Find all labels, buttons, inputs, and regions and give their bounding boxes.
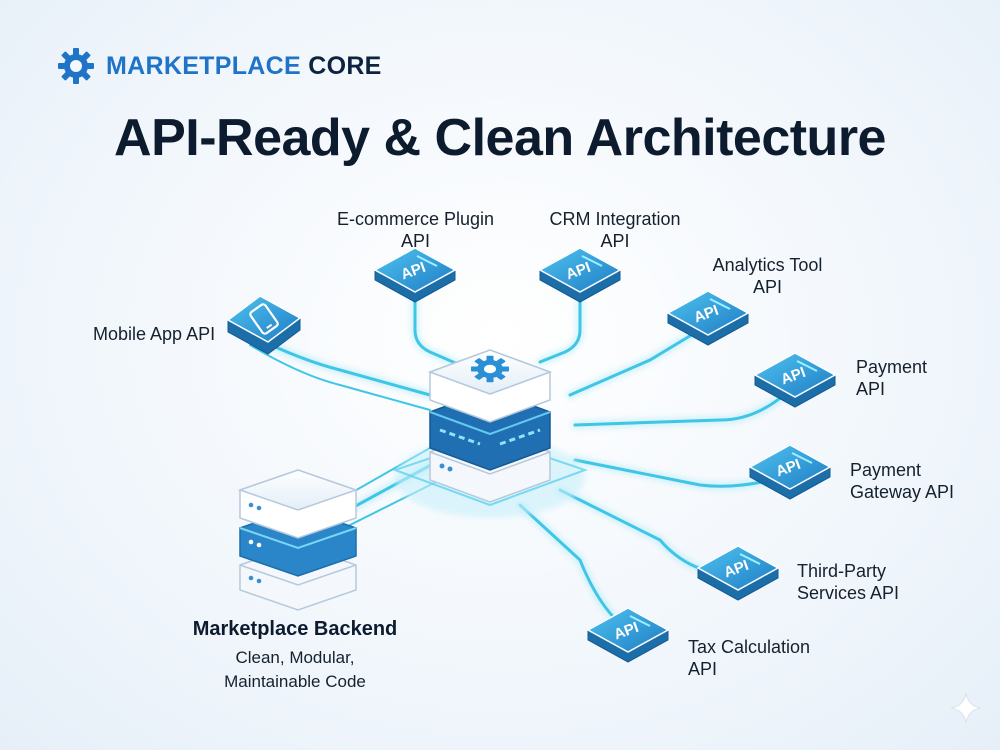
label-third-party-api: Third-Party Services API <box>797 561 900 603</box>
label-crm-api: CRM Integration API <box>549 209 681 251</box>
api-node-analytics: API <box>666 290 750 346</box>
connector-mobile-2 <box>249 344 431 411</box>
gear-icon <box>58 48 94 84</box>
brand-word-core: CORE <box>308 51 382 80</box>
hub-server-stack <box>427 349 553 503</box>
api-node-gateway: API <box>748 444 832 500</box>
label-payment-gateway-api: Payment Gateway API <box>850 460 955 502</box>
brand-word-marketplace: MARKETPLACE <box>106 51 301 80</box>
backend-subtitle: Clean, Modular, Maintainable Code <box>224 648 366 691</box>
page-title: API-Ready & Clean Architecture <box>114 109 886 167</box>
hub-gear-icon <box>471 355 509 383</box>
label-tax-calculation-api: Tax Calculation API <box>688 637 811 679</box>
phone-icon <box>249 303 279 335</box>
backend-title: Marketplace Backend <box>192 618 398 640</box>
sparkle-icon <box>950 692 982 724</box>
api-node-payment: API <box>753 352 837 408</box>
mobile-api-node <box>226 295 302 355</box>
label-analytics-api: Analytics Tool API <box>712 255 823 297</box>
connector-crm <box>538 288 582 364</box>
hub-base-plate <box>391 436 589 507</box>
connector-ecommerce <box>413 288 462 367</box>
api-node-third-party: API <box>696 545 780 601</box>
connector-analytics <box>568 323 710 397</box>
api-node-crm: API <box>538 247 622 303</box>
brand-header: MARKETPLACE CORE <box>56 46 382 86</box>
label-ecommerce-api: E-commerce Plugin API <box>336 209 495 251</box>
brand-name: MARKETPLACE CORE <box>106 52 382 81</box>
api-node-tax: API <box>586 607 670 663</box>
backend-server-stack <box>237 469 359 611</box>
label-mobile-app-api: Mobile App API <box>93 324 216 344</box>
label-payment-api: Payment API <box>856 357 928 399</box>
api-node-ecommerce: API <box>373 247 457 303</box>
